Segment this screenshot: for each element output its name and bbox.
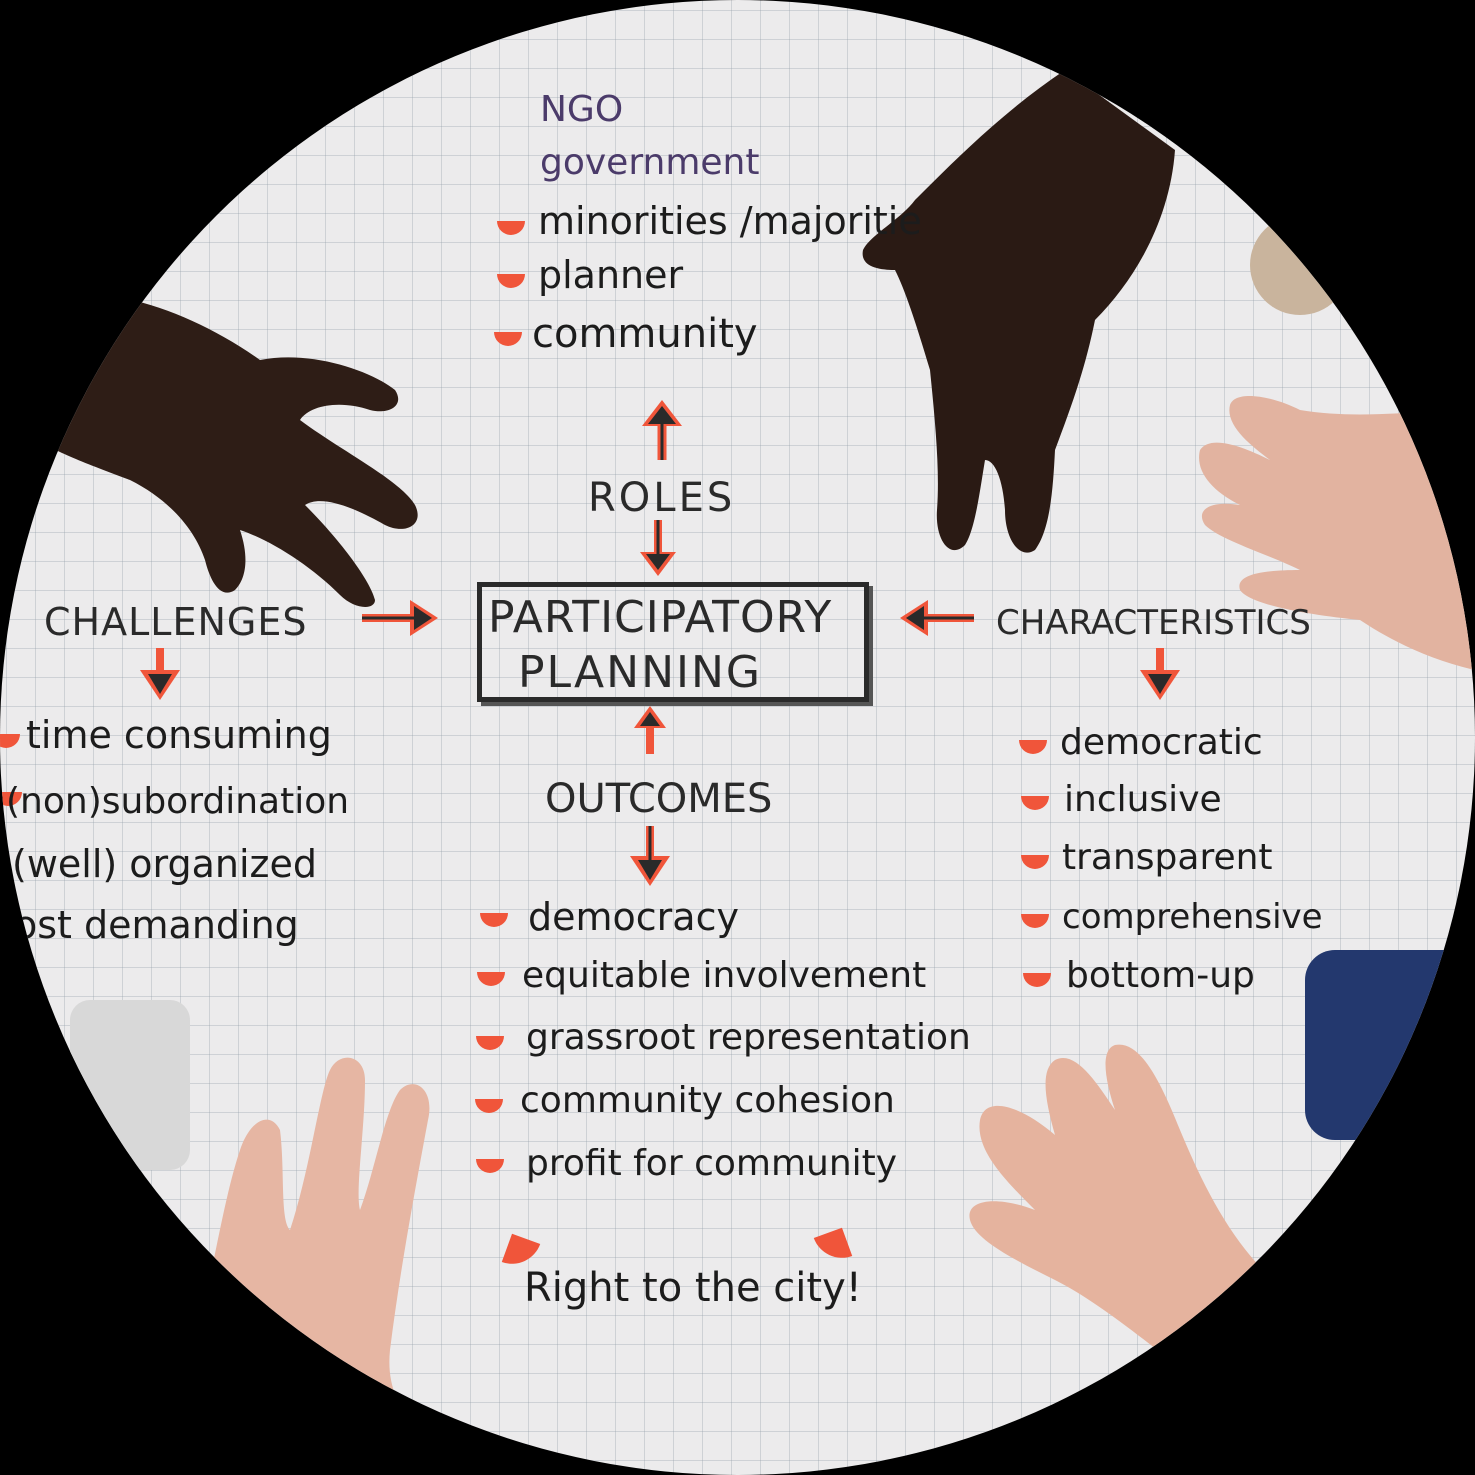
center-title-line2: PLANNING <box>518 647 762 698</box>
roles-bullet-minorities <box>497 221 525 235</box>
outcomes-item-democracy: democracy <box>528 895 739 939</box>
characteristics-bullet-democratic <box>1019 740 1047 754</box>
challenges-item-demanding: ost demanding <box>14 903 299 947</box>
arrow-challenges-down <box>140 648 180 700</box>
characteristics-item-comprehensive: comprehensive <box>1062 897 1323 937</box>
hand-top-left <box>40 293 418 607</box>
roles-bullet-community <box>494 332 522 346</box>
arrow-characteristics-down <box>1140 648 1180 700</box>
outcomes-item-profit: profit for community <box>526 1143 898 1184</box>
arrow-characteristics-to-center <box>900 600 974 636</box>
outcomes-bullet-cohesion <box>475 1099 503 1113</box>
roles-item-ngo: NGO <box>540 89 624 130</box>
arrow-challenges-to-center <box>362 600 438 636</box>
outcomes-bullet-democracy <box>480 913 508 927</box>
characteristics-bullet-inclusive <box>1021 796 1049 810</box>
characteristics-item-democratic: democratic <box>1060 722 1263 763</box>
characteristics-item-inclusive: inclusive <box>1064 779 1222 820</box>
hand-right <box>1199 395 1475 670</box>
outcomes-item-cohesion: community cohesion <box>520 1080 895 1121</box>
characteristics-item-transparent: transparent <box>1062 837 1273 878</box>
challenges-item-organized: (well) organized <box>12 842 318 886</box>
arrow-outcomes-to-center <box>634 706 666 754</box>
characteristics-bullet-bottom-up <box>1023 973 1051 987</box>
challenges-bullet-subordination <box>0 792 22 806</box>
slogan-accent-right <box>813 1227 853 1267</box>
characteristics-item-bottom-up: bottom-up <box>1066 955 1255 996</box>
roles-item-government: government <box>540 142 760 183</box>
slogan: Right to the city! <box>524 1265 862 1311</box>
hand-bottom-left <box>150 1057 470 1475</box>
center-box <box>477 582 869 702</box>
characteristics-bullet-transparent <box>1021 855 1049 869</box>
cup-top-right <box>1250 215 1350 315</box>
roles-item-planner: planner <box>538 253 684 297</box>
center-title-line1: PARTICIPATORY <box>488 592 833 643</box>
outcomes-bullet-profit <box>476 1159 504 1173</box>
challenges-bullet-time <box>0 734 20 748</box>
hand-bottom-right <box>969 1044 1285 1380</box>
characteristics-label: CHARACTERISTICS <box>996 603 1311 643</box>
challenges-item-subordination: (non)subordination <box>6 781 350 822</box>
roles-label: ROLES <box>588 475 736 521</box>
roles-item-minorities: minorities /majoritie <box>538 199 922 243</box>
outcomes-label: OUTCOMES <box>545 776 773 822</box>
outcomes-item-grassroot: grassroot representation <box>526 1017 971 1058</box>
arrow-up-to-roles-list <box>642 400 682 460</box>
arrow-outcomes-down <box>630 826 670 886</box>
outcomes-bullet-grassroot <box>476 1036 504 1050</box>
mug-right <box>1305 950 1475 1140</box>
mug-bottom-left <box>70 1000 190 1170</box>
roles-item-community: community <box>532 311 758 357</box>
challenges-label: CHALLENGES <box>44 600 308 644</box>
challenges-item-time: time consuming <box>26 713 332 757</box>
hand-top-center <box>862 70 1175 553</box>
outcomes-item-equitable: equitable involvement <box>522 955 927 996</box>
arrow-roles-to-center <box>640 520 676 576</box>
characteristics-bullet-comprehensive <box>1021 914 1049 928</box>
roles-bullet-planner <box>497 274 525 288</box>
outcomes-bullet-equitable <box>477 972 505 986</box>
